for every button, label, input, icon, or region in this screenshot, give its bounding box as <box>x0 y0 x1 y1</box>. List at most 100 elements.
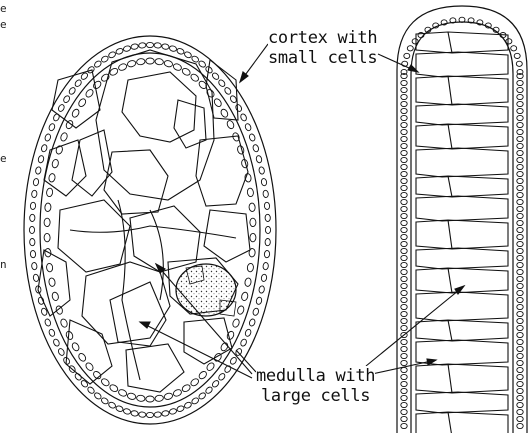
cortex-cell <box>213 98 223 108</box>
cortex-cell <box>517 164 523 169</box>
medulla-wall <box>448 220 452 249</box>
cortex-cell <box>517 304 523 309</box>
cortex-cell <box>517 129 523 134</box>
cortex-cell <box>401 262 407 267</box>
cortex-cell <box>41 144 48 152</box>
cortex-cell <box>517 108 523 113</box>
cortex-cell <box>154 42 162 48</box>
cortex-cell <box>401 220 407 225</box>
cortex-cell <box>161 43 169 50</box>
cortex-cell <box>52 338 60 347</box>
cortex-cell <box>517 87 523 92</box>
edge-text-2: e <box>0 18 7 32</box>
cortex-cell <box>190 377 200 387</box>
cortex-cell <box>30 250 36 258</box>
cortex-cell <box>224 86 232 95</box>
cortex-cell <box>146 58 154 64</box>
cortex-cell <box>229 356 237 365</box>
cortex-cell <box>138 42 146 48</box>
cortex-cell <box>401 87 407 92</box>
edge-text-4: n <box>0 258 7 272</box>
cortex-cell <box>517 416 523 421</box>
cortex-cell <box>265 226 270 233</box>
cortex-cell <box>517 318 523 323</box>
cortex-cell <box>249 203 256 212</box>
cortex-cell <box>176 405 185 413</box>
medulla-pointer-5 <box>372 360 436 374</box>
cortex-cell <box>218 79 227 88</box>
cortex-cell <box>123 408 131 415</box>
cortex-cell <box>517 346 523 351</box>
cortex-cell <box>85 88 95 98</box>
cortex-cell <box>401 367 407 372</box>
cortex-cell <box>517 332 523 337</box>
cortex-cell <box>506 39 512 44</box>
cortex-cell <box>401 353 407 358</box>
cortex-cell <box>258 166 265 174</box>
cortex-cell <box>169 45 177 52</box>
cortex-cell <box>77 98 87 108</box>
medulla-cell <box>416 76 508 105</box>
cortex-cell <box>517 409 523 414</box>
cortex-cell <box>517 199 523 204</box>
cortex-cell <box>401 374 407 379</box>
cortex-cell <box>146 396 154 402</box>
cortex-cell <box>211 379 220 388</box>
cortex-cell <box>517 143 523 148</box>
cortex-cell <box>401 269 407 274</box>
medulla-cell <box>416 52 508 77</box>
cortex-cell <box>401 213 407 218</box>
cortex-cell <box>250 218 256 227</box>
medulla-wall <box>448 364 452 393</box>
cortex-cell <box>517 241 523 246</box>
cortex-cell <box>401 227 407 232</box>
cortex-cell <box>401 164 407 169</box>
cortex-cell <box>517 150 523 155</box>
cortex-cell <box>517 360 523 365</box>
cortex-cell <box>401 136 407 141</box>
cortex-cell <box>100 377 110 387</box>
cortex-cell <box>235 104 243 113</box>
cortex-cell <box>401 255 407 260</box>
cortex-cell <box>401 185 407 190</box>
cortex-cell <box>169 408 177 415</box>
cortex-cell <box>146 412 153 417</box>
cortex-cell <box>517 374 523 379</box>
cortex-cell <box>138 412 146 418</box>
cortex-cell <box>517 220 523 225</box>
cortex-cell <box>517 94 523 99</box>
oval-medulla-cells <box>38 50 250 392</box>
edge-text-3: e <box>0 152 7 166</box>
cortex-cell <box>226 120 235 130</box>
medulla-cell <box>416 124 508 149</box>
cortex-cell <box>261 178 267 186</box>
oval-section <box>24 36 276 424</box>
cortex-cell <box>517 213 523 218</box>
cortex-cell <box>48 173 56 182</box>
cortex-cell <box>517 136 523 141</box>
cortex-cell <box>232 318 241 328</box>
cortex-cell <box>401 108 407 113</box>
cortex-cell <box>517 367 523 372</box>
cortex-cell <box>517 185 523 190</box>
cortex-cell <box>240 113 248 122</box>
cortex-cell <box>87 386 96 395</box>
cortex-cell <box>517 325 523 330</box>
cortex-cell <box>184 401 193 409</box>
cortex-cell <box>401 101 407 106</box>
cortex-cell <box>249 318 256 327</box>
cortex-cell <box>115 405 124 413</box>
medulla-wall <box>448 176 452 197</box>
cortex-cell <box>514 53 520 58</box>
cortex-cell <box>264 202 270 210</box>
cortex-cell <box>191 397 200 405</box>
cortex-cell <box>517 353 523 358</box>
cortex-cell <box>48 123 56 132</box>
cortex-cell <box>127 60 137 68</box>
cortex-cell <box>51 159 59 169</box>
medulla-label-line2: large cells <box>256 386 375 406</box>
cortex-cell <box>29 226 34 233</box>
cortex-cell <box>60 132 69 142</box>
cortex-cell <box>517 262 523 267</box>
cortex-cell <box>401 297 407 302</box>
